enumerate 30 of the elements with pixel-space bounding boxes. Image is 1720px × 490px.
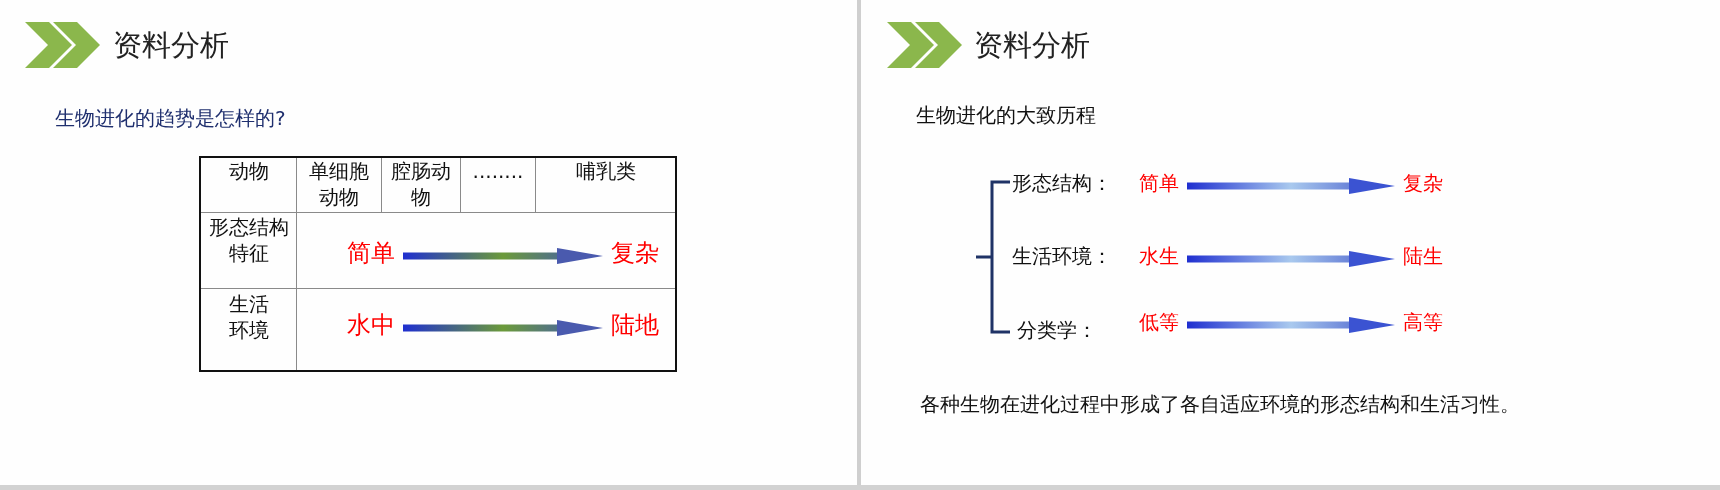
slide-title: 资料分析: [113, 27, 229, 63]
row-header-cell: 生活环境: [201, 289, 297, 370]
gradient-arrow: [403, 320, 603, 336]
gradient-arrow: [1187, 317, 1395, 333]
table-header-cell: 哺乳类: [536, 158, 675, 213]
slide-title: 资料分析: [974, 27, 1090, 63]
category-label: 分类学：: [1017, 318, 1097, 342]
stage-text: 低等: [1131, 310, 1187, 334]
table-header-cell: 单细胞动物: [297, 158, 382, 213]
table-header-cell: 动物: [201, 158, 297, 213]
row-header-cell: 形态结构特征: [201, 213, 297, 289]
gradient-arrow: [1187, 178, 1395, 194]
stage-text: 水生: [1131, 244, 1187, 268]
gradient-arrow: [1187, 251, 1395, 267]
question-text: 生物进化的趋势是怎样的?: [55, 106, 286, 130]
stage-text: 简单: [1131, 171, 1187, 195]
stage-text: 水中: [339, 310, 403, 340]
stage-text: 复杂: [603, 238, 667, 268]
stage-text: 陆地: [603, 310, 667, 340]
subtitle-text: 生物进化的大致历程: [916, 103, 1096, 127]
category-label: 形态结构：: [1012, 171, 1112, 195]
gradient-arrow: [403, 248, 603, 264]
category-label: 生活环境：: [1012, 244, 1112, 268]
table-header-cell: 腔肠动物: [382, 158, 461, 213]
summary-text: 各种生物在进化过程中形成了各自适应环境的形态结构和生活习性。: [920, 392, 1520, 416]
table-header-cell: ........: [461, 158, 536, 213]
stage-text: 简单: [339, 238, 403, 268]
stage-text: 复杂: [1395, 171, 1451, 195]
stage-text: 高等: [1395, 310, 1451, 334]
stage-text: 陆生: [1395, 244, 1451, 268]
